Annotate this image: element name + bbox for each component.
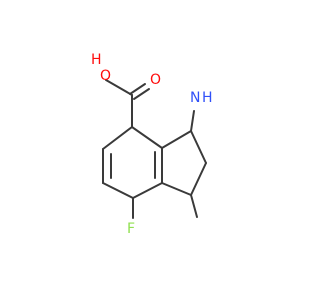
bond [105,79,133,96]
bond [102,126,133,150]
bond [102,182,134,199]
hydroxyl-hydrogen-label: H [91,52,102,68]
chemical-structure: O H O N H F [91,52,213,237]
hydroxyl-oxygen-label: O [100,68,111,84]
amine-hydrogen-label: H [202,90,213,106]
carbonyl-oxygen-label: O [150,72,161,88]
bond [190,194,198,218]
bond [131,126,163,149]
bond [133,88,150,100]
amine-nitrogen-label: N [190,90,200,106]
bond [190,162,207,196]
bond [132,182,163,199]
bond [129,83,146,95]
bond [161,130,192,149]
bond [190,110,195,132]
bond [161,182,192,196]
fluorine-label: F [127,221,135,237]
bond [190,130,207,164]
